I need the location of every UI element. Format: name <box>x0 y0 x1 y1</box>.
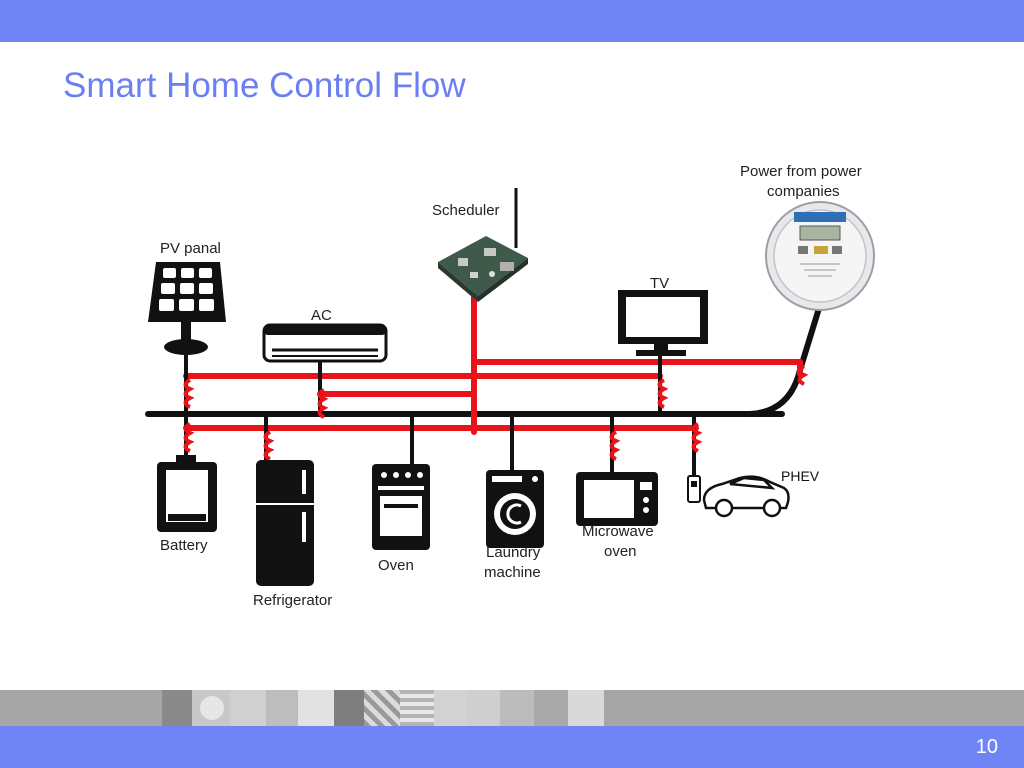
decorative-photo-strip <box>0 690 1024 726</box>
smart-home-diagram: PV panal AC Scheduler TV <box>145 163 875 609</box>
oven-icon <box>372 464 430 550</box>
top-accent-bar <box>0 0 1024 42</box>
ev-charger-icon <box>687 475 701 503</box>
phev-label: PHEV <box>781 468 820 484</box>
refrigerator-icon <box>256 460 314 586</box>
power-source-label-line2: companies <box>767 183 840 200</box>
microwave-icon <box>576 472 658 526</box>
power-source-label-line1: Power from power <box>740 163 862 180</box>
pv-panel-icon <box>148 262 226 355</box>
coupler-coils <box>183 364 809 461</box>
refrigerator-label: Refrigerator <box>253 592 332 609</box>
page-number: 10 <box>975 736 998 758</box>
phev-car-icon <box>702 475 790 518</box>
ac-icon <box>262 323 388 363</box>
smart-meter-icon <box>765 201 875 311</box>
pv-panel-label: PV panal <box>160 240 221 257</box>
ac-label: AC <box>311 307 332 324</box>
microwave-label-line1: Microwave <box>582 523 654 540</box>
laundry-machine-icon <box>486 470 544 548</box>
tv-label: TV <box>650 275 669 292</box>
oven-label: Oven <box>378 557 414 574</box>
battery-label: Battery <box>160 537 208 554</box>
battery-icon <box>157 455 217 532</box>
tv-icon <box>618 290 708 356</box>
microwave-label-line2: oven <box>604 543 637 560</box>
scheduler-label: Scheduler <box>432 202 500 219</box>
laundry-label-line1: Laundry <box>486 544 541 561</box>
bottom-accent-bar: 10 <box>0 726 1024 768</box>
laundry-label-line2: machine <box>484 564 541 581</box>
slide-title: Smart Home Control Flow <box>63 66 466 105</box>
scheduler-board-icon <box>438 188 528 302</box>
